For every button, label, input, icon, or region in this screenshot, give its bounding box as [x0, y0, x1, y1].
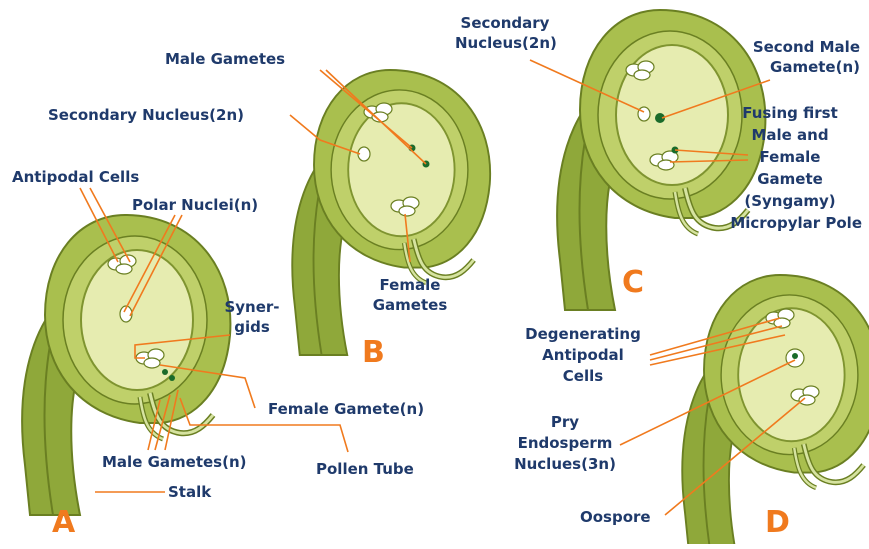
label-endosperm-line1: Pry [505, 413, 625, 432]
label-endosperm-line3: Nuclues(3n) [505, 455, 625, 474]
label-female-gametes-line2: Gametes [370, 296, 450, 315]
label-secondary-nucleus-c-line2: Nucleus(2n) [455, 34, 555, 53]
label-fusing-line3: Female [720, 148, 860, 167]
label-synergids-line2: gids [222, 318, 282, 337]
label-fusing-line1: Fusing first [720, 104, 860, 123]
label-second-male-gamete-line1: Second Male [720, 38, 860, 57]
label-female-gametes-line1: Female [370, 276, 450, 295]
label-male-gametes: Male Gametes(n) [102, 453, 247, 472]
label-secondary-nucleus-c-line1: Secondary [455, 14, 555, 33]
label-antipodal-cells: Antipodal Cells [12, 168, 139, 187]
label-degenerating-line3: Cells [508, 367, 658, 386]
label-degenerating-line2: Antipodal [508, 346, 658, 365]
label-polar-nuclei: Polar Nuclei(n) [132, 196, 258, 215]
panel-letter-d: D [765, 505, 790, 540]
label-endosperm-line2: Endosperm [505, 434, 625, 453]
label-stalk: Stalk [168, 483, 211, 502]
label-synergids-line1: Syner- [222, 298, 282, 317]
label-pollen-tube: Pollen Tube [316, 460, 414, 479]
panel-letter-b: B [362, 335, 385, 370]
label-second-male-gamete-line2: Gamete(n) [720, 58, 860, 77]
panel-letter-a: A [52, 505, 75, 540]
label-fusing-line5: (Syngamy) [720, 192, 860, 211]
label-male-gametes-b: Male Gametes [165, 50, 285, 69]
panel-letter-c: C [622, 265, 644, 300]
label-degenerating-line1: Degenerating [508, 325, 658, 344]
label-oospore: Oospore [580, 508, 651, 527]
label-female-gamete: Female Gamete(n) [268, 400, 424, 419]
panel-d-ovule [682, 275, 869, 544]
label-micropylar-pole: Micropylar Pole [720, 214, 862, 233]
label-fusing-line4: Gamete [720, 170, 860, 189]
label-secondary-nucleus-b: Secondary Nucleus(2n) [48, 106, 244, 125]
label-fusing-line2: Male and [720, 126, 860, 145]
